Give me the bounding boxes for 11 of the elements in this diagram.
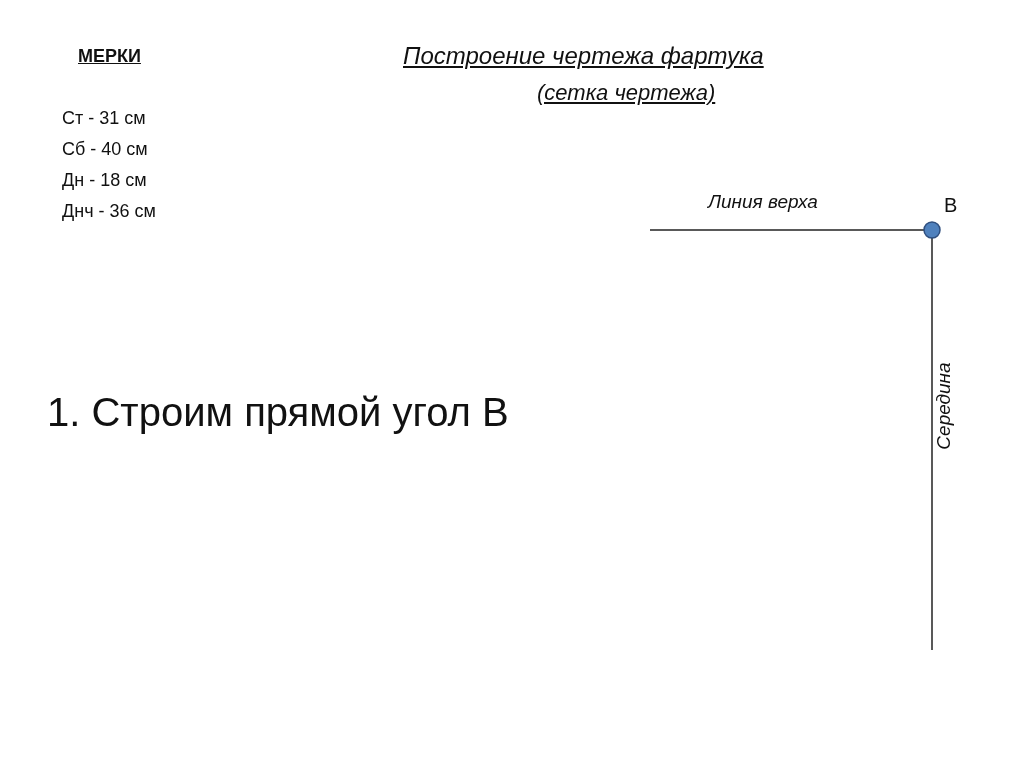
point-label: В <box>944 194 958 217</box>
section-heading: МЕРКИ <box>78 46 141 67</box>
measurement-text: Дн - 18 см <box>62 170 147 191</box>
slide-title: Построение чертежа фартука <box>403 42 764 70</box>
measurement-text: Ст - 31 см <box>62 108 146 129</box>
subtitle: (сетка чертежа) <box>537 80 716 106</box>
measurement-text: Днч - 36 см <box>62 201 156 222</box>
line-label: Линия верха <box>708 191 818 213</box>
measurement-text: Сб - 40 см <box>62 139 148 160</box>
line-label: Середина <box>932 362 955 450</box>
step-text: 1. Строим прямой угол В <box>47 390 509 435</box>
